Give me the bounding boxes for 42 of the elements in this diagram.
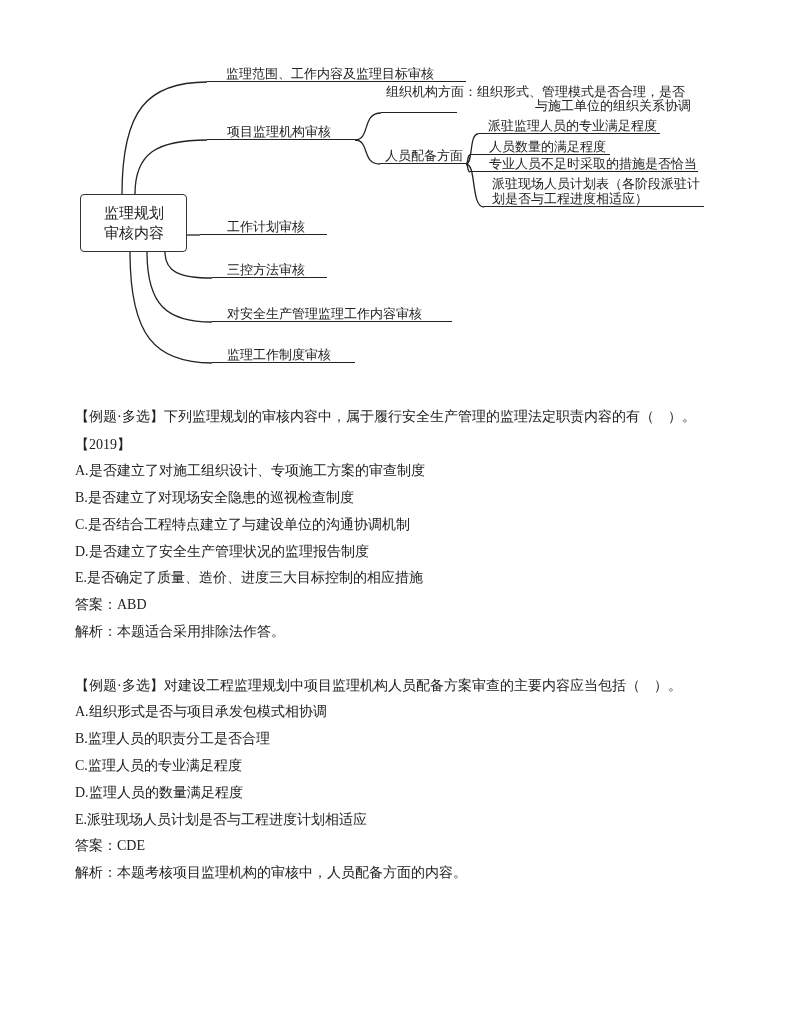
option-text: C.监理人员的专业满足程度 [75, 757, 242, 775]
branch-line [146, 251, 213, 323]
option-text: E.派驻现场人员计划是否与工程进度计划相适应 [75, 811, 368, 829]
branch-note: 组织机构方面：组织形式、管理模式是否合理，是否与施工单位的组织关系协调 [381, 85, 691, 113]
branch-topic: 派驻现场人员计划表（各阶段派驻计划是否与工程进度相适应） [484, 175, 704, 207]
branch-line [186, 234, 201, 236]
branch-line [465, 154, 471, 165]
branch-topic: 监理工作制度审核 [212, 346, 355, 363]
branch-line [121, 81, 208, 195]
option-text: A.是否建立了对施工组织设计、专项施工方案的审查制度 [75, 462, 425, 480]
answer-line: 答案：ABD [75, 596, 147, 614]
branch-line [129, 251, 213, 364]
branch-topic: 对安全生产管理监理工作内容审核 [212, 305, 452, 322]
question-stem: 【例题·多选】对建设工程监理规划中项目监理机构人员配备方案审查的主要内容应当包括（ ）。 [75, 677, 682, 695]
option-text: E.是否确定了质量、造价、进度三大目标控制的相应措施 [75, 569, 424, 587]
branch-topic: 项目监理机构审核 [207, 123, 355, 140]
option-text: C.是否结合工程特点建立了与建设单位的沟通协调机制 [75, 516, 410, 534]
branch-topic: 专业人员不足时采取的措施是否恰当 [470, 155, 698, 172]
branch-line [354, 112, 382, 141]
branch-line [465, 163, 485, 208]
branch-line [465, 163, 471, 173]
branch-topic: 派驻监理人员的专业满足程度 [478, 117, 660, 134]
option-text: A.组织形式是否与项目承发包模式相协调 [75, 703, 327, 721]
branch-topic: 人员数量的满足程度 [470, 138, 610, 155]
option-text: D.监理人员的数量满足程度 [75, 784, 243, 802]
answer-line: 答案：CDE [75, 837, 145, 855]
branch-line [465, 133, 479, 165]
explanation-line: 解析：本题考核项目监理机构的审核中，人员配备方面的内容。 [75, 864, 467, 882]
branch-topic: 监理范围、工作内容及监理目标审核 [207, 65, 466, 82]
option-text: D.是否建立了安全生产管理状况的监理报告制度 [75, 543, 369, 561]
year-tag: 【2019】 [75, 435, 131, 455]
branch-line [354, 139, 381, 165]
option-text: B.监理人员的职责分工是否合理 [75, 730, 270, 748]
root-box: 监理规划审核内容 [80, 194, 187, 252]
question-stem: 【例题·多选】下列监理规划的审核内容中，属于履行安全生产管理的监理法定职责内容的有（ ）。 [75, 408, 696, 426]
branch-line [164, 251, 213, 279]
explanation-line: 解析：本题适合采用排除法作答。 [75, 623, 285, 641]
branch-topic: 人员配备方面 [380, 147, 466, 164]
option-text: B.是否建立了对现场安全隐患的巡视检查制度 [75, 489, 354, 507]
branch-topic: 工作计划审核 [200, 218, 327, 235]
branch-line [134, 139, 208, 195]
branch-topic: 三控方法审核 [212, 261, 327, 278]
